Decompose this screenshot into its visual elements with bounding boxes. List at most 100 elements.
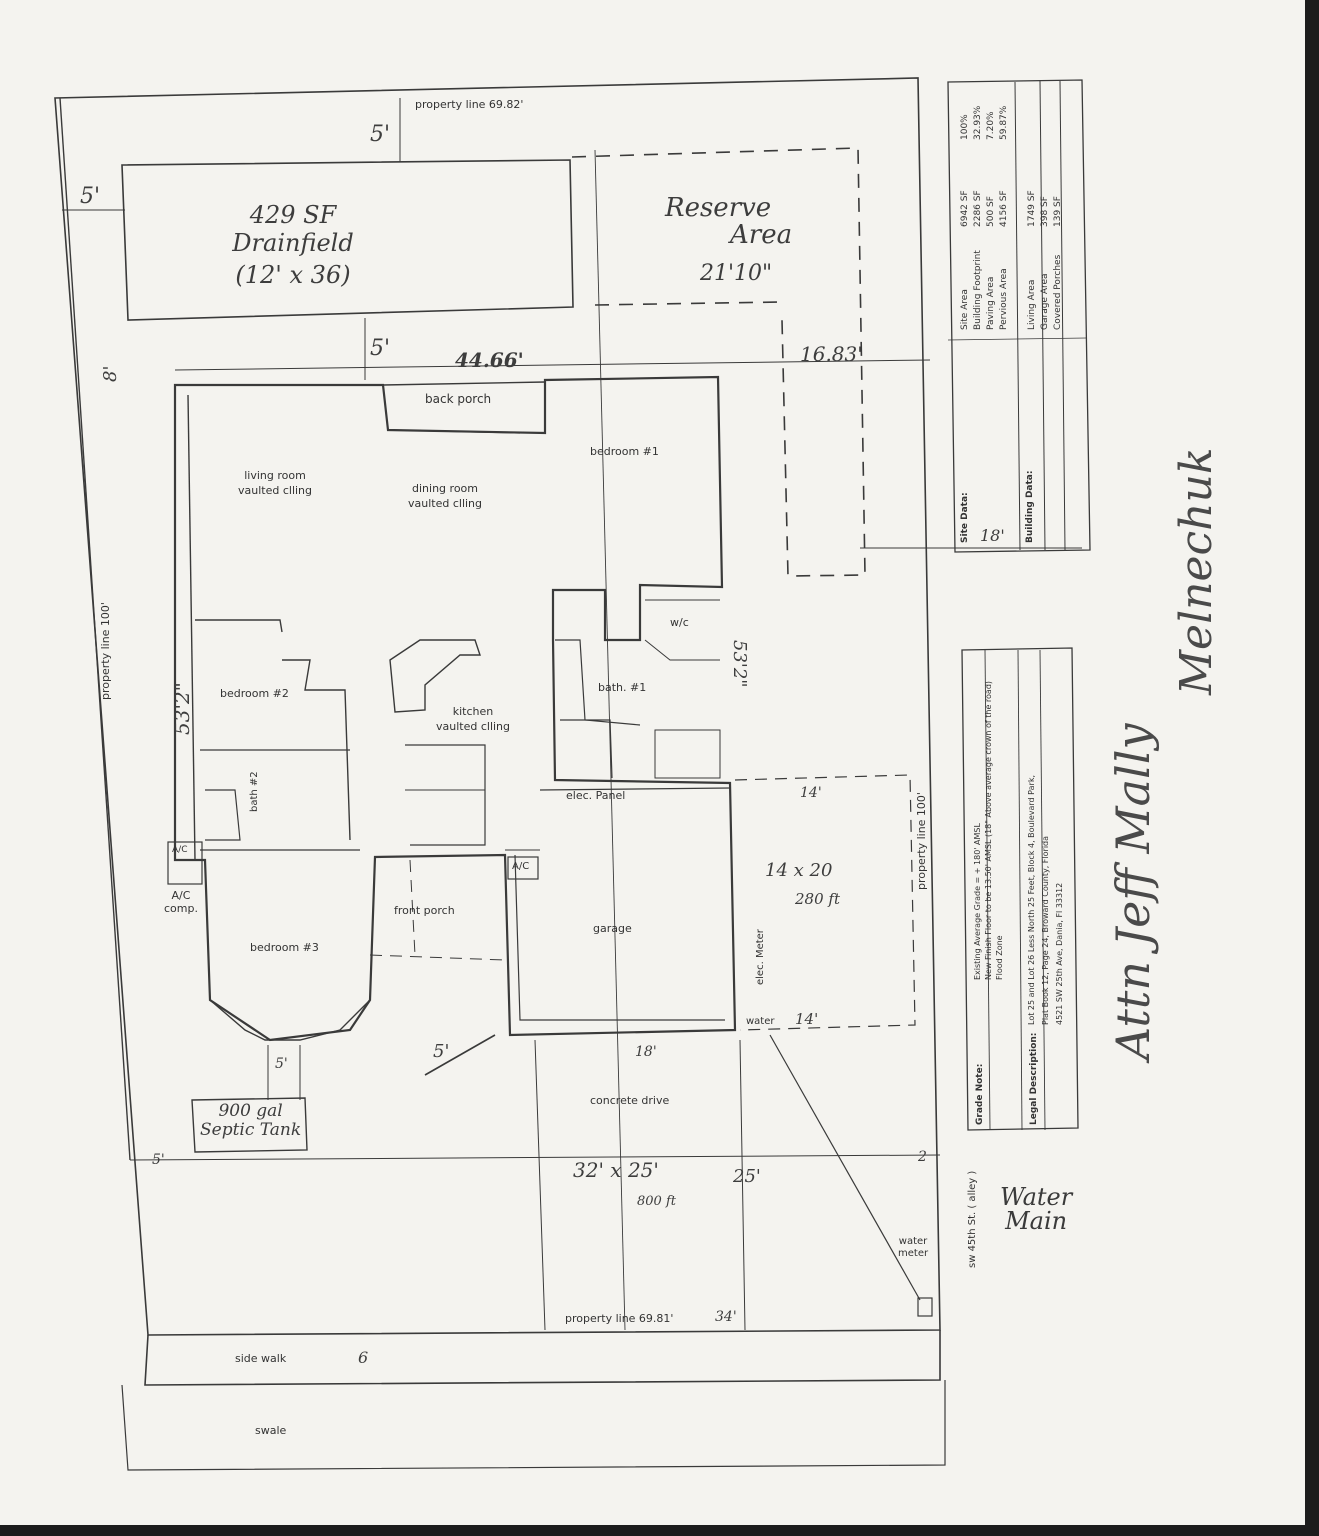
back-porch-label: back porch: [425, 392, 492, 406]
attn-note: Attn Jeff Mally: [1106, 723, 1160, 1060]
house-left-depth: 53'2": [170, 682, 194, 735]
site-row-label: Site Area: [960, 289, 970, 330]
arrow-dim: 5': [433, 1041, 450, 1062]
site-row-label: Building Footprint: [973, 250, 983, 330]
bath2-label: bath #2: [249, 771, 260, 812]
living-room-label: living room vaulted clling: [238, 470, 312, 496]
wic-label: w/c: [670, 616, 689, 629]
site-row-value: 398 SF: [1040, 196, 1050, 227]
swale-label: swale: [255, 1424, 287, 1437]
garage-label: garage: [593, 922, 632, 935]
dining-room-name: dining room: [412, 482, 478, 495]
grade-note-header: Grade Note:: [975, 1063, 985, 1125]
kitchen-name: kitchen: [452, 705, 494, 718]
setback-left-dim: 5': [80, 184, 101, 209]
reserve-area-label: Area: [730, 220, 793, 250]
building-data-header: Building Data:: [1025, 470, 1035, 543]
property-line-right: property line 100': [915, 792, 928, 890]
site-data-table: [947, 79, 1091, 553]
elec-meter-label: elec. Meter: [755, 929, 766, 985]
kitchen-ceiling: vaulted clling: [436, 720, 511, 733]
site-row-value: 1749 SF: [1027, 190, 1037, 227]
property-line-bottom: property line 69.81': [565, 1312, 674, 1325]
bottom-left-setback: 5': [152, 1152, 165, 1168]
site-row-label: Paving Area: [986, 276, 996, 330]
site-row-value: 500 SF: [986, 196, 996, 227]
ac-small-label: A/C: [172, 845, 188, 855]
notes-table: [961, 647, 1079, 1131]
site-data-header: Site Data:: [960, 492, 970, 543]
drainfield-area: 429 SF: [249, 201, 337, 229]
addition-width-top: 14': [800, 785, 822, 801]
drive-bottom-dim: 34': [715, 1309, 737, 1325]
company-note: Melnechuk: [1171, 447, 1222, 695]
drainfield-outline: [121, 159, 574, 321]
site-row-value: 139 SF: [1053, 196, 1063, 227]
legal-2: Plat Book 12, Page 24, Broward County, F…: [1041, 835, 1050, 1025]
drainfield-label: 429 SF Drainfield (12' x 36): [228, 203, 358, 287]
ac-comp-line2: comp.: [164, 902, 198, 915]
drainfield-gap-dim: 5': [370, 336, 391, 361]
bedroom1-label: bedroom #1: [590, 445, 659, 458]
addition-size: 14 x 20: [765, 860, 833, 881]
site-row-label: Pervious Area: [999, 268, 1009, 330]
concrete-drive-label: concrete drive: [590, 1094, 670, 1107]
site-row-label: Living Area: [1027, 279, 1037, 330]
notes-rotated: Grade Note: Existing Average Grade = + 1…: [972, 650, 1082, 1125]
kitchen-label: kitchen vaulted clling: [436, 706, 510, 732]
reserve-area-outline: [571, 147, 866, 577]
setback-line-bottom: [129, 1154, 941, 1161]
site-row-percent: 32.93%: [973, 105, 983, 140]
legal-1: Lot 25 and Lot 26 Less North 25 Feet, Bl…: [1027, 775, 1036, 1025]
living-room-name: living room: [244, 469, 306, 482]
water-meter-line1: water: [898, 1236, 928, 1247]
grade-note-2: New Finish Floor to be 13.50' AMSL (18" …: [984, 680, 993, 980]
site-row-label: Covered Porches: [1053, 254, 1063, 330]
bottom-right-setback: 2: [918, 1149, 927, 1165]
front-porch-label: front porch: [394, 904, 455, 917]
addition-width-bottom: 14': [795, 1010, 819, 1028]
grade-note-3: Flood Zone: [995, 935, 1004, 980]
dining-room-ceiling: vaulted clling: [408, 497, 483, 510]
water-main-line1: Water: [1000, 1183, 1073, 1211]
bath1-label: bath. #1: [598, 681, 647, 694]
addition-area: 280 ft: [795, 890, 840, 908]
site-row-percent: 100%: [960, 114, 970, 140]
site-row-value: 4156 SF: [999, 190, 1009, 227]
house-right-depth: 53'2": [729, 640, 750, 688]
reserve-label: Reserve: [665, 193, 772, 223]
drive-area: 800 ft: [637, 1194, 676, 1209]
water-meter-label: water meter: [898, 1237, 928, 1259]
water-main-line2: Main: [1005, 1207, 1068, 1235]
bedroom3-label: bedroom #3: [250, 941, 319, 954]
property-line-left: property line 100': [99, 602, 112, 700]
site-row-percent: 59.87%: [999, 105, 1009, 140]
property-line-top: property line 69.82': [415, 98, 524, 111]
site-row-percent: 7.20%: [986, 111, 996, 140]
sidewalk-label: side walk: [235, 1352, 287, 1365]
reserve-width: 21'10": [700, 261, 773, 286]
water-label: water: [746, 1016, 775, 1027]
legal-3: 4521 SW 25th Ave, Dania, Fl 33312: [1055, 882, 1064, 1025]
house-rear-width: 44.66': [455, 348, 524, 372]
ac-unit-label: A/C: [512, 861, 530, 872]
dining-room-label: dining room vaulted clling: [408, 483, 482, 509]
bedroom2-label: bedroom #2: [220, 687, 289, 700]
living-room-ceiling: vaulted clling: [238, 484, 313, 497]
grade-note-1: Existing Average Grade = + 180' AMSL: [973, 823, 982, 980]
drive-width: 18': [635, 1044, 657, 1060]
septic-gap-dim: 5': [275, 1056, 288, 1072]
left-property-line: [59, 97, 131, 1161]
swale-strip: [121, 1380, 946, 1471]
septic-title: Septic Tank: [200, 1120, 302, 1140]
left-side-setback: 8': [100, 365, 121, 382]
water-main-note: Water Main: [1000, 1185, 1072, 1233]
sidewalk-dim: 6: [358, 1348, 369, 1367]
septic-label: 900 gal Septic Tank: [200, 1103, 301, 1139]
drive-size: 32' x 25': [573, 1158, 659, 1182]
drainfield-title: Drainfield: [232, 229, 354, 257]
